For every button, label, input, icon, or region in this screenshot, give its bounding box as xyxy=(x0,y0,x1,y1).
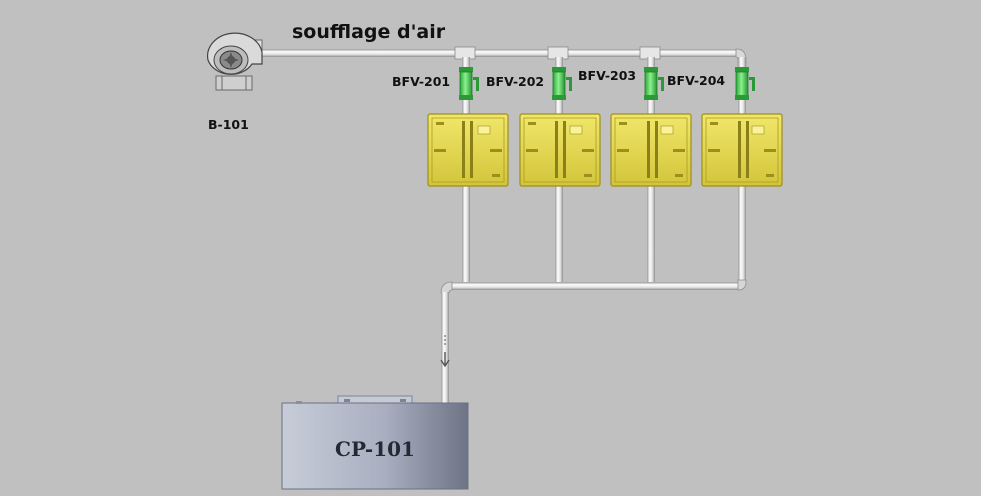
drop-pipe xyxy=(555,57,563,69)
outlet-pipe xyxy=(647,185,655,283)
drop-pipe xyxy=(647,57,655,69)
drop-pipe xyxy=(738,57,746,69)
filter-unit-2[interactable] xyxy=(519,113,601,187)
air-header-pipe xyxy=(258,49,742,57)
valve-bfv-202[interactable] xyxy=(552,67,572,100)
drop-pipe xyxy=(462,57,470,69)
filter-unit-3[interactable] xyxy=(610,113,692,187)
outlet-pipe xyxy=(462,185,470,283)
collector-elbow-right xyxy=(737,279,747,291)
tank-cp101[interactable] xyxy=(281,395,469,490)
filter-unit-4[interactable] xyxy=(701,113,783,187)
blower-fan-icon xyxy=(223,52,239,68)
blower-b101[interactable] xyxy=(206,32,263,91)
air-supply-title: soufflage d'air xyxy=(292,21,446,43)
pipe-network xyxy=(258,46,747,404)
drop-pipe xyxy=(555,100,563,115)
tank-tag: CP-101 xyxy=(335,437,415,461)
valve-bfv-204[interactable] xyxy=(735,67,755,100)
valve-bfv-201[interactable] xyxy=(459,67,479,100)
valve-tag-bfv-202: BFV-202 xyxy=(486,74,545,89)
valve-tag-bfv-204: BFV-204 xyxy=(667,73,726,88)
valve-tag-bfv-203: BFV-203 xyxy=(578,68,637,83)
blower-tag: B-101 xyxy=(208,117,249,132)
drop-pipe xyxy=(647,100,655,115)
filter-unit-1[interactable] xyxy=(427,113,509,187)
outlet-pipe xyxy=(738,185,746,283)
drop-pipe xyxy=(462,100,470,115)
valve-bfv-203[interactable] xyxy=(644,67,664,100)
drop-pipe xyxy=(738,100,746,115)
valve-tag-bfv-201: BFV-201 xyxy=(392,74,451,89)
outlet-pipe xyxy=(555,185,563,283)
collector-pipe xyxy=(452,282,740,290)
flow-arrow-icon xyxy=(440,352,450,368)
tank-inlet-pipe xyxy=(441,292,449,404)
collector-elbow-left xyxy=(440,281,453,294)
